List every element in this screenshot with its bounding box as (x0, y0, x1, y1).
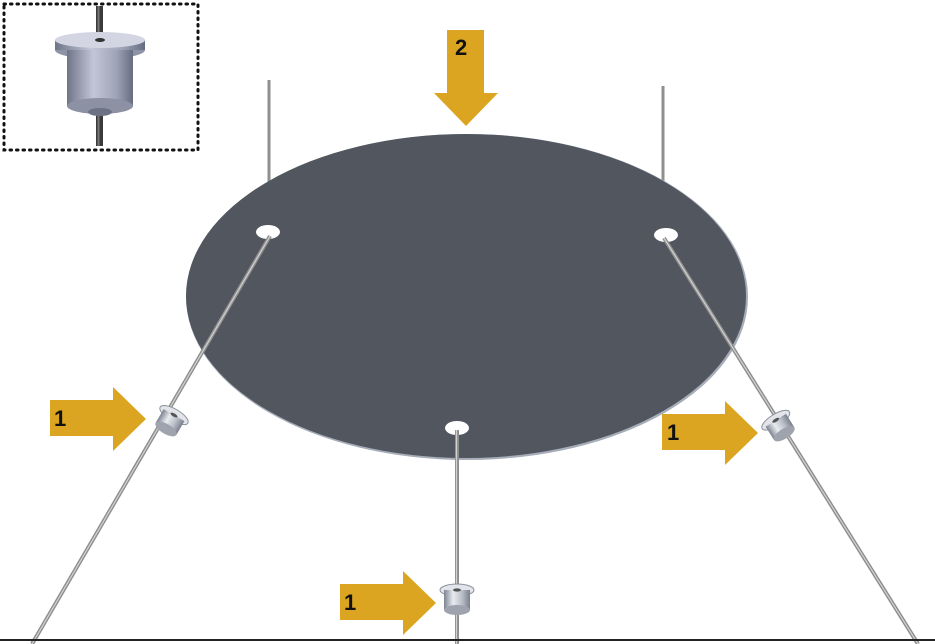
detail-inset (2, 2, 200, 152)
top-cables (267, 80, 665, 185)
downward-arrow-icon (434, 30, 498, 126)
arrow-bottom: 1 (340, 571, 436, 635)
arrow-top: 2 (434, 30, 498, 126)
gripper-bottom (439, 583, 475, 615)
suspension-disc (186, 134, 748, 460)
right-arrow-icon (340, 571, 436, 635)
gripper-right (761, 409, 795, 442)
cable-gripper-icon (55, 6, 145, 146)
gripper-left (155, 405, 189, 437)
callout-number-2: 2 (455, 35, 467, 60)
arrow-right: 1 (662, 401, 758, 465)
bottom-rule (0, 639, 935, 641)
right-arrow-icon (662, 401, 758, 465)
callout-number-1: 1 (54, 406, 66, 431)
callout-number-1: 1 (667, 420, 679, 445)
callout-number-1: 1 (344, 590, 356, 615)
arrow-left: 1 (50, 387, 146, 451)
right-arrow-icon (50, 387, 146, 451)
